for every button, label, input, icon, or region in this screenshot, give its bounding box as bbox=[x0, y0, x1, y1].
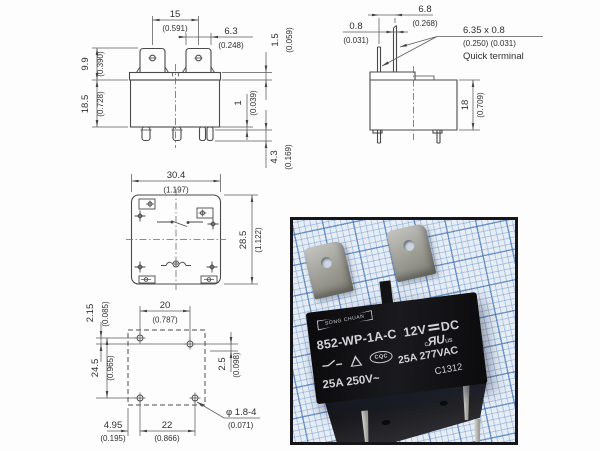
dim-label: 22 bbox=[162, 420, 173, 431]
top-view: 30.4 (1.197) 28.5 (1.122) bbox=[126, 170, 263, 290]
dim-label: (0.728) bbox=[96, 91, 105, 117]
dim-label: (0.039) bbox=[249, 90, 258, 116]
contact-symbol bbox=[157, 221, 203, 227]
mounting-holes bbox=[134, 332, 201, 404]
dim-label: (0.085) bbox=[101, 301, 110, 327]
dim-label: (0.059) bbox=[285, 27, 294, 53]
dim-label: 6.8 bbox=[418, 4, 431, 15]
dimension-arrows bbox=[131, 179, 254, 284]
dim-label: 24.5 bbox=[90, 359, 101, 378]
dimension-arrows bbox=[372, 13, 475, 130]
dim-label: 28.5 bbox=[238, 231, 249, 250]
centerlines bbox=[126, 189, 226, 290]
hole-diameter-inch-label: (0.071) bbox=[228, 421, 254, 430]
dim-label: (0.195) bbox=[100, 434, 126, 443]
dimension-arrows bbox=[95, 18, 268, 148]
dim-label: (0.390) bbox=[96, 51, 105, 77]
dim-label: (0.787) bbox=[152, 316, 178, 325]
dim-label: (0.098) bbox=[232, 352, 241, 378]
brand-name: SONG CHUAN bbox=[324, 313, 365, 328]
dim-label: (0.169) bbox=[284, 144, 293, 170]
dim-label: 1.5 bbox=[270, 33, 281, 46]
dim-label: (0.268) bbox=[412, 19, 438, 28]
bottom-view: 20 (0.787) 2.15 (0.085) 24.5 (0.965) 2.5… bbox=[85, 300, 260, 443]
triangle-cert-icon bbox=[349, 354, 363, 367]
quick-terminal-label: Quick terminal bbox=[463, 51, 524, 62]
cqc-mark: CQC bbox=[368, 349, 394, 365]
dim-label: (0.866) bbox=[154, 434, 180, 443]
dim-label: 2.5 bbox=[217, 357, 228, 370]
dim-label: (0.709) bbox=[476, 92, 485, 118]
rating-main: 25A 250V~ bbox=[321, 372, 381, 392]
dim-label: (1.197) bbox=[163, 186, 189, 195]
switch-contact-icon bbox=[322, 359, 343, 367]
dim-label: 15 bbox=[170, 9, 181, 20]
certification-marks: CQC bbox=[321, 349, 394, 371]
dim-label: 1 bbox=[233, 100, 244, 105]
dim-label: 2.15 bbox=[85, 304, 96, 323]
dim-label: (0.248) bbox=[218, 41, 244, 50]
dim-label: (1.122) bbox=[254, 227, 263, 253]
dim-label: (0.591) bbox=[162, 24, 188, 33]
side-view: 6.8 (0.268) 0.8 (0.031) 6.35 x 0.8 (0.25… bbox=[343, 4, 543, 144]
ul-us: us bbox=[444, 336, 454, 345]
date-code: C1312 bbox=[433, 361, 464, 378]
dim-label: 4.3 bbox=[269, 150, 280, 163]
dim-label: (0.965) bbox=[106, 355, 115, 381]
dim-label: 30.4 bbox=[167, 170, 186, 181]
dim-label: 9.9 bbox=[80, 57, 91, 70]
dim-label: 4.95 bbox=[104, 420, 123, 431]
brand-logo: SONG CHUAN bbox=[317, 310, 373, 331]
dim-label: (0.031) bbox=[343, 36, 369, 45]
model-text: 852-WP-1A-C bbox=[315, 326, 398, 353]
dim-label: 18.5 bbox=[80, 95, 91, 114]
coil-symbol bbox=[161, 261, 191, 266]
dim-label: 0.8 bbox=[349, 21, 362, 32]
front-view: 15 (0.591) 6.3 (0.248) 9.9 (0.390) 18.5 … bbox=[80, 9, 294, 170]
dim-label: 20 bbox=[160, 300, 171, 311]
dim-label: 6.3 bbox=[224, 26, 237, 37]
dimension-arrows bbox=[99, 309, 233, 433]
dim-label: 18 bbox=[460, 100, 471, 111]
terminal-size-inch-label: (0.250) (0.031) bbox=[463, 39, 516, 48]
hole-diameter-label: φ 1.8-4 bbox=[226, 407, 256, 418]
terminal-hole bbox=[319, 256, 334, 270]
terminal-size-label: 6.35 x 0.8 bbox=[463, 25, 505, 36]
terminal-hole bbox=[402, 238, 416, 253]
